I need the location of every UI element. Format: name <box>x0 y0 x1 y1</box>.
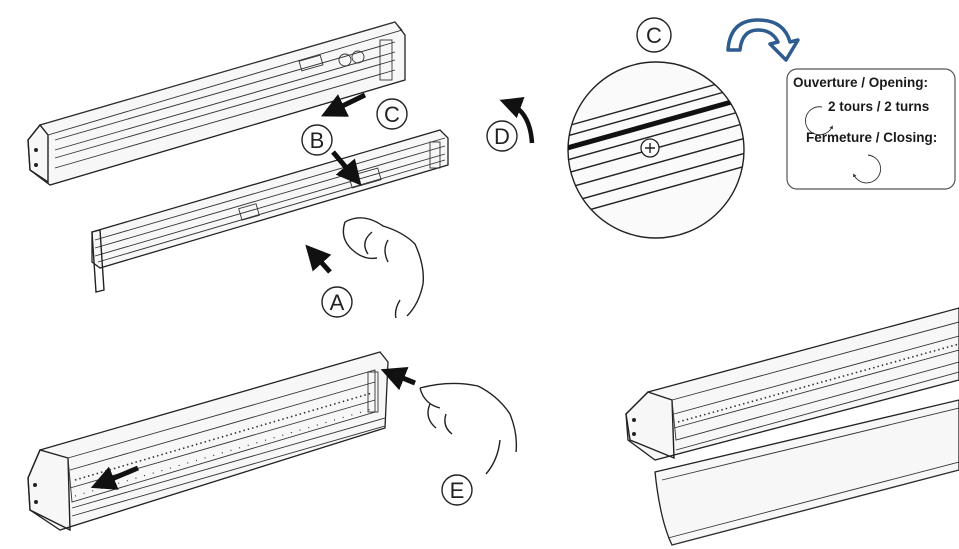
arrow-e-left <box>90 465 139 490</box>
rotate-d-icon <box>499 97 535 144</box>
opening-title: Ouverture / Opening: <box>793 75 928 90</box>
arrow-b <box>331 150 362 186</box>
hand-illustration-bottom <box>419 382 518 475</box>
svg-text:B: B <box>310 128 325 153</box>
clockwise-icon <box>853 154 882 184</box>
callout-a: A <box>321 286 353 318</box>
callout-d: D <box>486 97 535 152</box>
svg-text:A: A <box>330 290 345 315</box>
counterclockwise-icon <box>805 106 833 136</box>
svg-text:C: C <box>646 23 662 48</box>
closing-title: Fermeture / Closing: <box>806 130 937 145</box>
curved-arrow-icon <box>726 18 800 62</box>
callout-b: B <box>301 124 333 156</box>
arrow-a <box>305 244 332 274</box>
hand-illustration <box>342 217 425 319</box>
arrow-c <box>321 92 367 117</box>
turns-info-box: Ouverture / Opening: 2 tours / 2 turns F… <box>786 68 956 190</box>
diffuser-panel <box>654 399 959 546</box>
magnified-detail <box>567 61 745 239</box>
fixture-diffuser-removed <box>625 307 959 461</box>
callout-e: E <box>441 474 473 506</box>
callout-c-top: C <box>376 98 408 130</box>
callout-c-magnified: C <box>636 17 672 53</box>
arrow-e-right <box>380 366 416 391</box>
svg-text:C: C <box>384 102 400 127</box>
fixture-housing-top <box>27 21 406 186</box>
fixture-led-open <box>27 351 389 532</box>
svg-text:E: E <box>450 478 465 503</box>
opening-turns: 2 tours / 2 turns <box>828 99 929 114</box>
svg-text:D: D <box>494 124 510 149</box>
